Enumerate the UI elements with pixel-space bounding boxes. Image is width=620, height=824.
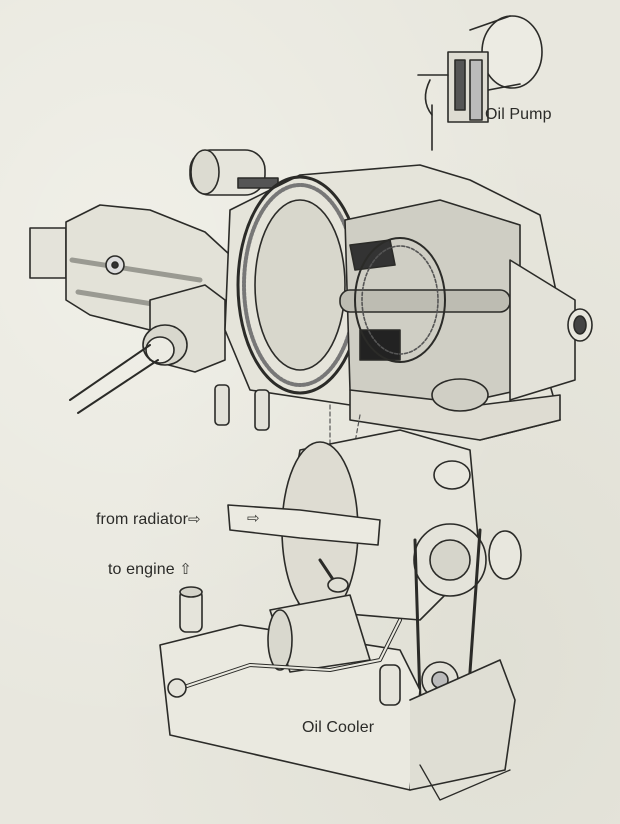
to-engine-label: to engine ⇧	[108, 560, 192, 579]
engine-housing	[214, 164, 593, 441]
transmission-housing	[29, 204, 231, 414]
oil-pump-assembly	[417, 15, 543, 151]
to-engine-text: to engine	[108, 561, 175, 578]
oil-cooler-label: Oil Cooler	[302, 719, 375, 736]
hose-flow-arrow-icon: ⇨	[247, 510, 260, 527]
starter-motor	[189, 149, 279, 196]
oil-pump-label: Oil Pump	[485, 106, 552, 123]
oil-cooler	[159, 558, 516, 801]
up-arrow-icon: ⇧	[179, 561, 192, 578]
from-radiator-label: from radiator⇨	[96, 510, 201, 529]
radiator-hose	[227, 504, 381, 546]
from-radiator-text: from radiator	[96, 511, 188, 528]
right-arrow-icon: ⇨	[188, 511, 201, 528]
